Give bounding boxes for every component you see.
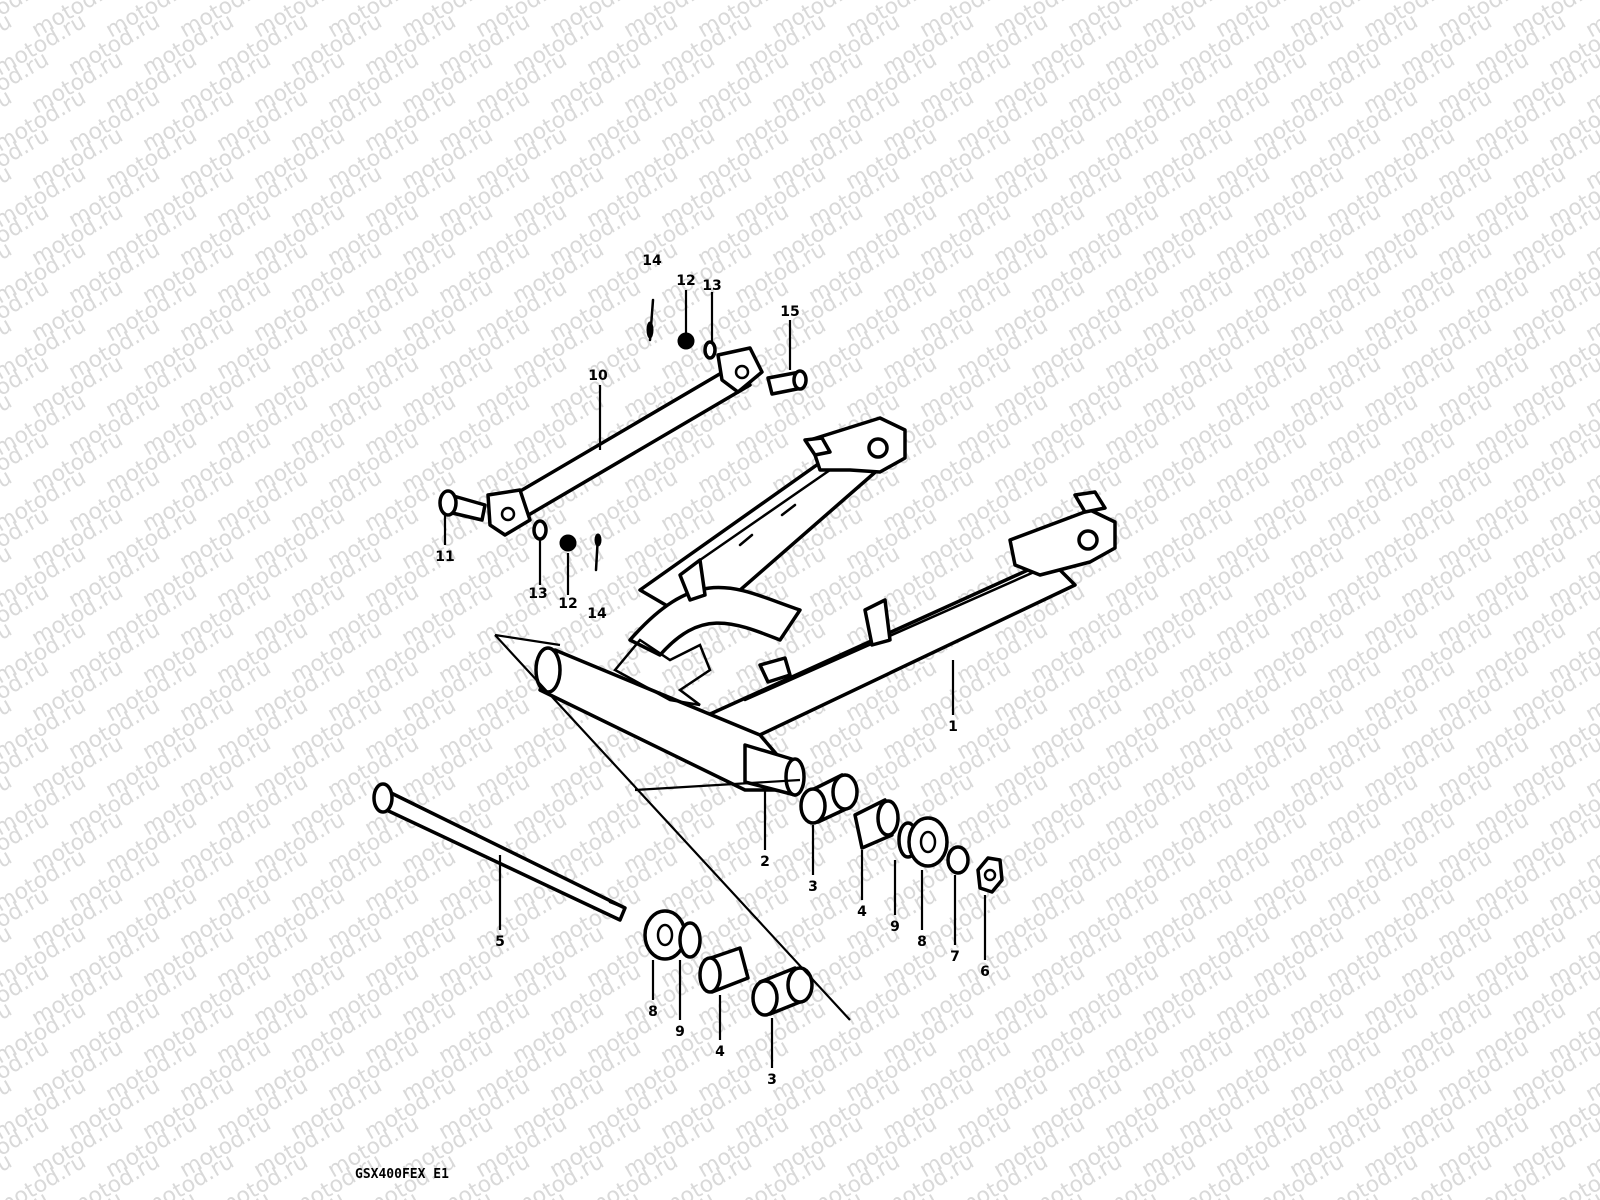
callout-13: 13 (528, 586, 547, 602)
callout-9: 9 (675, 1024, 685, 1040)
callout-6: 6 (980, 964, 990, 980)
dust-seal-right (907, 816, 949, 868)
callout-11: 11 (435, 549, 454, 565)
washer-left (678, 921, 702, 959)
callout-1: 1 (948, 719, 958, 735)
callout-14: 14 (642, 253, 662, 269)
diagram-code: GSX400FEX E1 (355, 1167, 449, 1182)
callout-4: 4 (715, 1044, 725, 1060)
callout-3: 3 (808, 879, 818, 895)
callout-8: 8 (648, 1004, 658, 1020)
pivot-nut (976, 856, 1004, 894)
callout-4: 4 (857, 904, 867, 920)
callout-7: 7 (950, 949, 960, 965)
nut-bottom (559, 534, 577, 552)
callout-13: 13 (702, 278, 721, 294)
washer-bottom (532, 519, 548, 541)
thin-washer-right (946, 845, 970, 875)
callout-12: 12 (558, 596, 577, 612)
callout-5: 5 (495, 934, 505, 950)
callout-8: 8 (917, 934, 927, 950)
nut-top (677, 332, 695, 350)
washer-top (703, 340, 717, 360)
callout-12: 12 (676, 273, 695, 289)
callout-3: 3 (767, 1072, 777, 1088)
callout-15: 15 (780, 304, 799, 320)
callout-10: 10 (588, 368, 608, 384)
callout-2: 2 (760, 854, 770, 870)
callout-14: 14 (587, 606, 607, 622)
callout-9: 9 (890, 919, 900, 935)
